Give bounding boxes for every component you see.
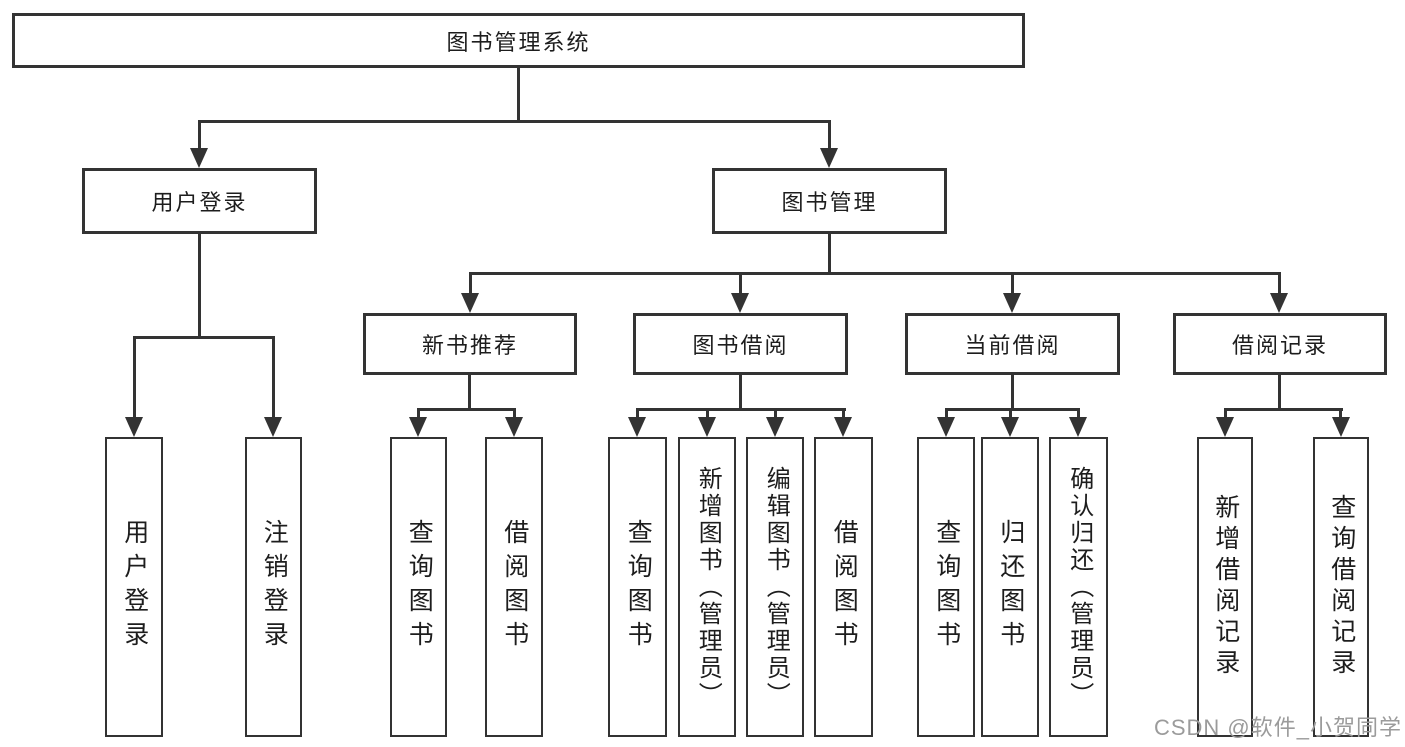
connector-line <box>417 408 516 411</box>
arrow-down-icon <box>731 293 749 313</box>
leaf-current-query-books: 查询图书 <box>917 437 975 737</box>
leaf-records-query-record: 查询借阅记录 <box>1313 437 1369 737</box>
connector-line <box>1224 411 1227 419</box>
connector-line <box>1339 411 1342 419</box>
connector-line <box>469 275 472 295</box>
watermark: CSDN @软件_小贺同学 <box>1153 715 1402 740</box>
connector-line <box>198 123 201 150</box>
leaf-borrow-borrow-books: 借阅图书 <box>814 437 873 737</box>
connector-line <box>636 408 846 411</box>
node-current-borrow: 当前借阅 <box>905 313 1120 375</box>
leaf-current-confirm-return-admin-label: 确认归还（管理员） <box>1065 465 1093 709</box>
arrow-down-icon <box>461 293 479 313</box>
connector-line <box>739 275 742 295</box>
node-borrow-records: 借阅记录 <box>1173 313 1387 375</box>
connector-line <box>198 120 831 123</box>
arrow-down-icon <box>125 417 143 437</box>
node-book-management: 图书管理 <box>712 168 947 234</box>
leaf-logout: 注销登录 <box>245 437 302 737</box>
node-book-borrow-label: 图书借阅 <box>692 333 789 358</box>
arrow-down-icon <box>1069 417 1087 437</box>
connector-line <box>1077 411 1080 419</box>
node-new-book-recommend-label: 新书推荐 <box>421 333 518 358</box>
arrow-down-icon <box>766 417 784 437</box>
leaf-current-confirm-return-admin: 确认归还（管理员） <box>1049 437 1108 737</box>
arrow-down-icon <box>409 417 427 437</box>
connector-line <box>417 411 420 419</box>
leaf-records-add-record: 新增借阅记录 <box>1197 437 1253 737</box>
connector-line <box>517 68 520 120</box>
arrow-down-icon <box>628 417 646 437</box>
node-book-borrow: 图书借阅 <box>633 313 848 375</box>
leaf-user-login: 用户登录 <box>105 437 163 737</box>
leaf-borrow-add-books-admin: 新增图书（管理员） <box>678 437 736 737</box>
node-user-login-label: 用户登录 <box>151 190 248 215</box>
leaf-rec-borrow-books-label: 借阅图书 <box>500 519 529 655</box>
connector-line <box>133 336 275 339</box>
leaf-borrow-query-books: 查询图书 <box>608 437 667 737</box>
leaf-current-query-books-label: 查询图书 <box>932 519 961 655</box>
leaf-current-return-books: 归还图书 <box>981 437 1039 737</box>
arrow-down-icon <box>1270 293 1288 313</box>
connector-line <box>828 123 831 150</box>
connector-line <box>842 411 845 419</box>
arrow-down-icon <box>1216 417 1234 437</box>
node-new-book-recommend: 新书推荐 <box>363 313 577 375</box>
arrow-down-icon <box>820 148 838 168</box>
leaf-rec-borrow-books: 借阅图书 <box>485 437 543 737</box>
connector-line <box>1011 375 1014 411</box>
arrow-down-icon <box>1332 417 1350 437</box>
leaf-borrow-add-books-admin-label: 新增图书（管理员） <box>694 465 722 709</box>
leaf-borrow-edit-books-admin-label: 编辑图书（管理员） <box>762 465 790 709</box>
connector-line <box>706 411 709 419</box>
connector-line <box>828 234 831 275</box>
arrow-down-icon <box>937 417 955 437</box>
arrow-down-icon <box>698 417 716 437</box>
arrow-down-icon <box>190 148 208 168</box>
connector-line <box>272 339 275 419</box>
connector-line <box>739 375 742 411</box>
arrow-down-icon <box>1003 293 1021 313</box>
connector-line <box>1009 411 1012 419</box>
connector-line <box>945 408 1080 411</box>
arrow-down-icon <box>505 417 523 437</box>
node-root: 图书管理系统 <box>12 13 1025 68</box>
arrow-down-icon <box>834 417 852 437</box>
node-borrow-records-label: 借阅记录 <box>1231 333 1328 358</box>
leaf-user-login-label: 用户登录 <box>120 519 149 655</box>
connector-line <box>1011 275 1014 295</box>
connector-line <box>198 234 201 339</box>
arrow-down-icon <box>1001 417 1019 437</box>
connector-line <box>133 339 136 419</box>
node-root-label: 图书管理系统 <box>446 29 591 55</box>
node-user-login: 用户登录 <box>82 168 317 234</box>
arrow-down-icon <box>264 417 282 437</box>
connector-line <box>1224 408 1343 411</box>
leaf-borrow-query-books-label: 查询图书 <box>624 519 653 655</box>
connector-line <box>636 411 639 419</box>
node-book-management-label: 图书管理 <box>781 190 878 215</box>
connector-line <box>1278 275 1281 295</box>
leaf-records-add-record-label: 新增借阅记录 <box>1211 494 1240 680</box>
connector-line <box>774 411 777 419</box>
connector-line <box>945 411 948 419</box>
leaf-borrow-edit-books-admin: 编辑图书（管理员） <box>746 437 804 737</box>
leaf-rec-query-books-label: 查询图书 <box>405 519 434 655</box>
connector-line <box>468 375 471 411</box>
leaf-rec-query-books: 查询图书 <box>390 437 447 737</box>
connector-line <box>1278 375 1281 411</box>
leaf-current-return-books-label: 归还图书 <box>996 519 1025 655</box>
node-current-borrow-label: 当前借阅 <box>964 333 1061 358</box>
connector-line <box>513 411 516 419</box>
leaf-borrow-borrow-books-label: 借阅图书 <box>830 519 859 655</box>
leaf-logout-label: 注销登录 <box>260 519 289 655</box>
connector-line <box>469 272 1281 275</box>
leaf-records-query-record-label: 查询借阅记录 <box>1327 494 1356 680</box>
